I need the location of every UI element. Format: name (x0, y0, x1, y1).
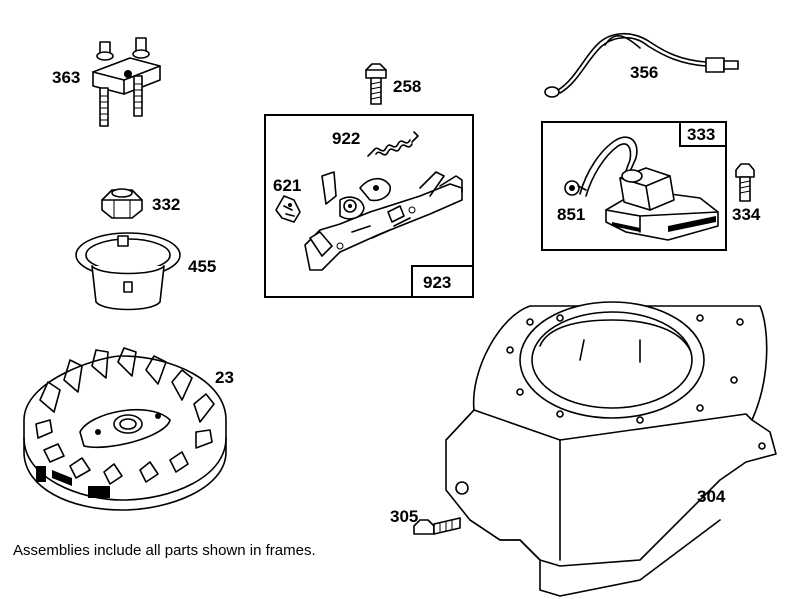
part-363-bracket (92, 37, 161, 127)
label-258: 258 (393, 77, 421, 96)
part-621-clip (275, 195, 301, 223)
label-851: 851 (557, 205, 585, 224)
part-851-terminal (564, 180, 587, 196)
armature-ignition-coil (579, 136, 719, 241)
label-455: 455 (188, 257, 216, 276)
part-332-nut (101, 188, 143, 219)
label-621: 621 (273, 176, 301, 195)
frame-923 (264, 114, 474, 298)
label-333: 333 (687, 125, 715, 144)
part-304-blower-housing (445, 301, 777, 597)
label-363: 363 (52, 68, 80, 87)
label-305: 305 (390, 507, 418, 526)
label-332: 332 (152, 195, 180, 214)
governor-control-plate (304, 171, 463, 271)
label-23: 23 (215, 368, 234, 387)
assemblies-note: Assemblies include all parts shown in fr… (13, 542, 316, 559)
label-922: 922 (332, 129, 360, 148)
part-305-screw (413, 517, 461, 535)
label-304: 304 (697, 487, 726, 506)
frame-333-tag (679, 121, 727, 147)
label-923: 923 (423, 273, 451, 292)
label-356: 356 (630, 63, 658, 82)
part-455-cup (75, 232, 181, 311)
frame-333 (541, 121, 727, 251)
part-258-screw (365, 63, 387, 105)
part-356-ground-wire (544, 32, 739, 98)
label-334: 334 (732, 205, 761, 224)
part-23-flywheel (23, 347, 227, 511)
part-334-screw (735, 163, 755, 202)
part-922-spring (367, 131, 419, 157)
frame-923-tag (411, 265, 474, 298)
